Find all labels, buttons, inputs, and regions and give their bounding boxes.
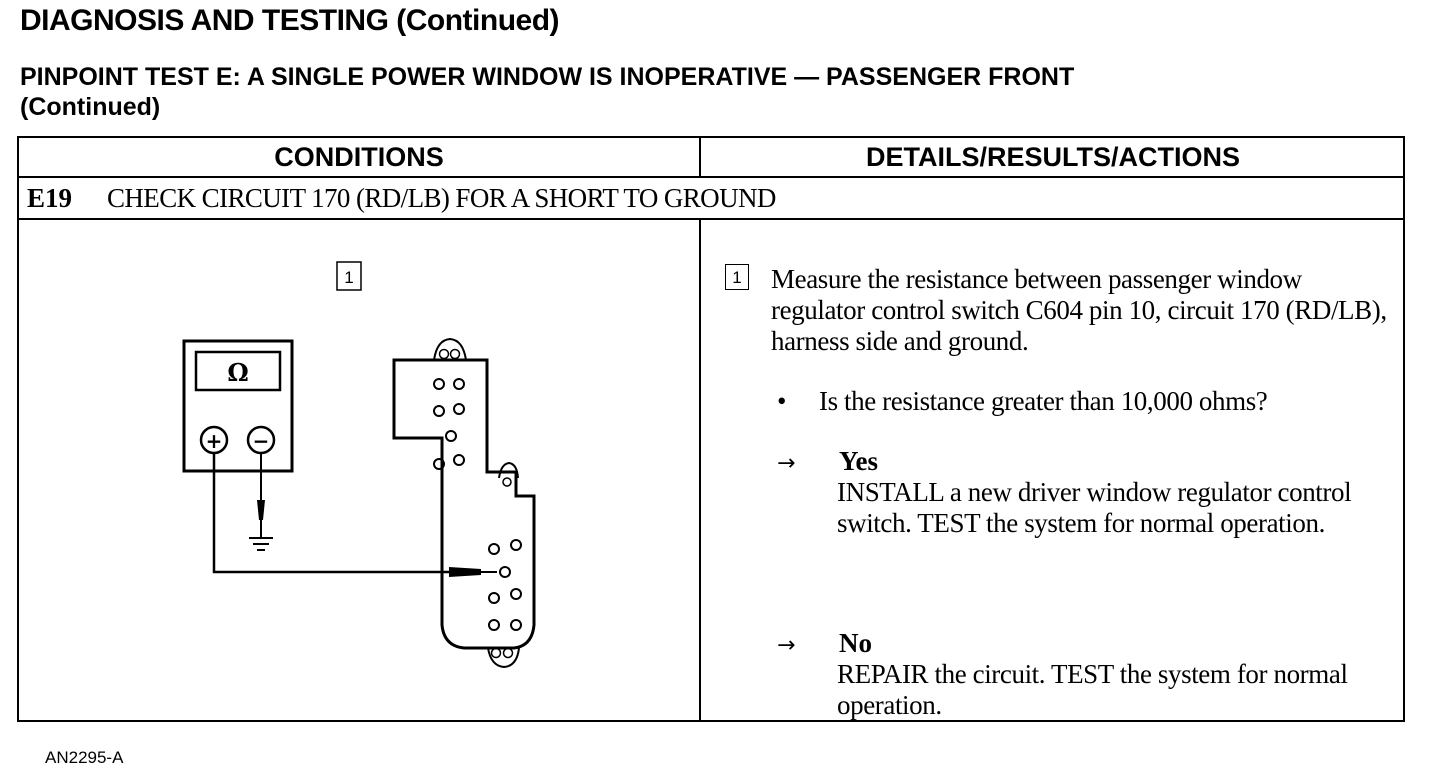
details-results-actions-header: DETAILS/RESULTS/ACTIONS xyxy=(701,138,1405,178)
test-question: Is the resistance greater than 10,000 oh… xyxy=(819,386,1268,416)
pinpoint-test-title-line2: (Continued) xyxy=(20,93,161,121)
negative-terminal-label: − xyxy=(253,429,270,453)
conditions-cell: 1 Ω + − xyxy=(19,220,701,767)
figure-id: AN2295-A xyxy=(45,748,124,767)
positive-terminal-label: + xyxy=(206,429,223,453)
yes-label: Yes xyxy=(839,446,878,476)
pinpoint-test-table: CONDITIONS DETAILS/RESULTS/ACTIONS E19 C… xyxy=(17,136,1405,767)
details-cell: 1 Measure the resistance between passeng… xyxy=(701,220,1405,720)
diagram-callout-number: 1 xyxy=(344,268,353,287)
wiring-diagram: 1 Ω + − xyxy=(182,261,536,669)
step-id: E19 xyxy=(27,182,73,213)
conditions-header: CONDITIONS xyxy=(19,138,701,178)
step-row: E19 CHECK CIRCUIT 170 (RD/LB) FOR A SHOR… xyxy=(19,178,1405,220)
bullet-icon: • xyxy=(777,386,787,416)
pinpoint-test-title-line1: PINPOINT TEST E: A SINGLE POWER WINDOW I… xyxy=(20,63,1075,91)
step-title: CHECK CIRCUIT 170 (RD/LB) FOR A SHORT TO… xyxy=(107,182,776,213)
connector-c604 xyxy=(392,337,536,669)
yes-action: INSTALL a new driver window regulator co… xyxy=(837,477,1352,538)
measure-instruction: Measure the resistance between passenger… xyxy=(771,264,1387,356)
page-title: DIAGNOSIS AND TESTING (Continued) xyxy=(20,4,560,37)
step-marker: 1 xyxy=(725,264,749,290)
ground-lead xyxy=(249,453,273,551)
no-arrow-icon: → xyxy=(777,633,796,658)
yes-arrow-icon: → xyxy=(777,451,796,476)
pinpoint-test-title: PINPOINT TEST E: A SINGLE POWER WINDOW I… xyxy=(20,62,1074,122)
positive-lead xyxy=(212,453,497,577)
diagram-callout-box xyxy=(336,261,362,291)
ohmmeter: Ω + − xyxy=(182,339,294,473)
ohm-symbol: Ω xyxy=(227,358,248,387)
no-action: REPAIR the circuit. TEST the system for … xyxy=(837,659,1348,720)
no-label: No xyxy=(839,628,872,658)
